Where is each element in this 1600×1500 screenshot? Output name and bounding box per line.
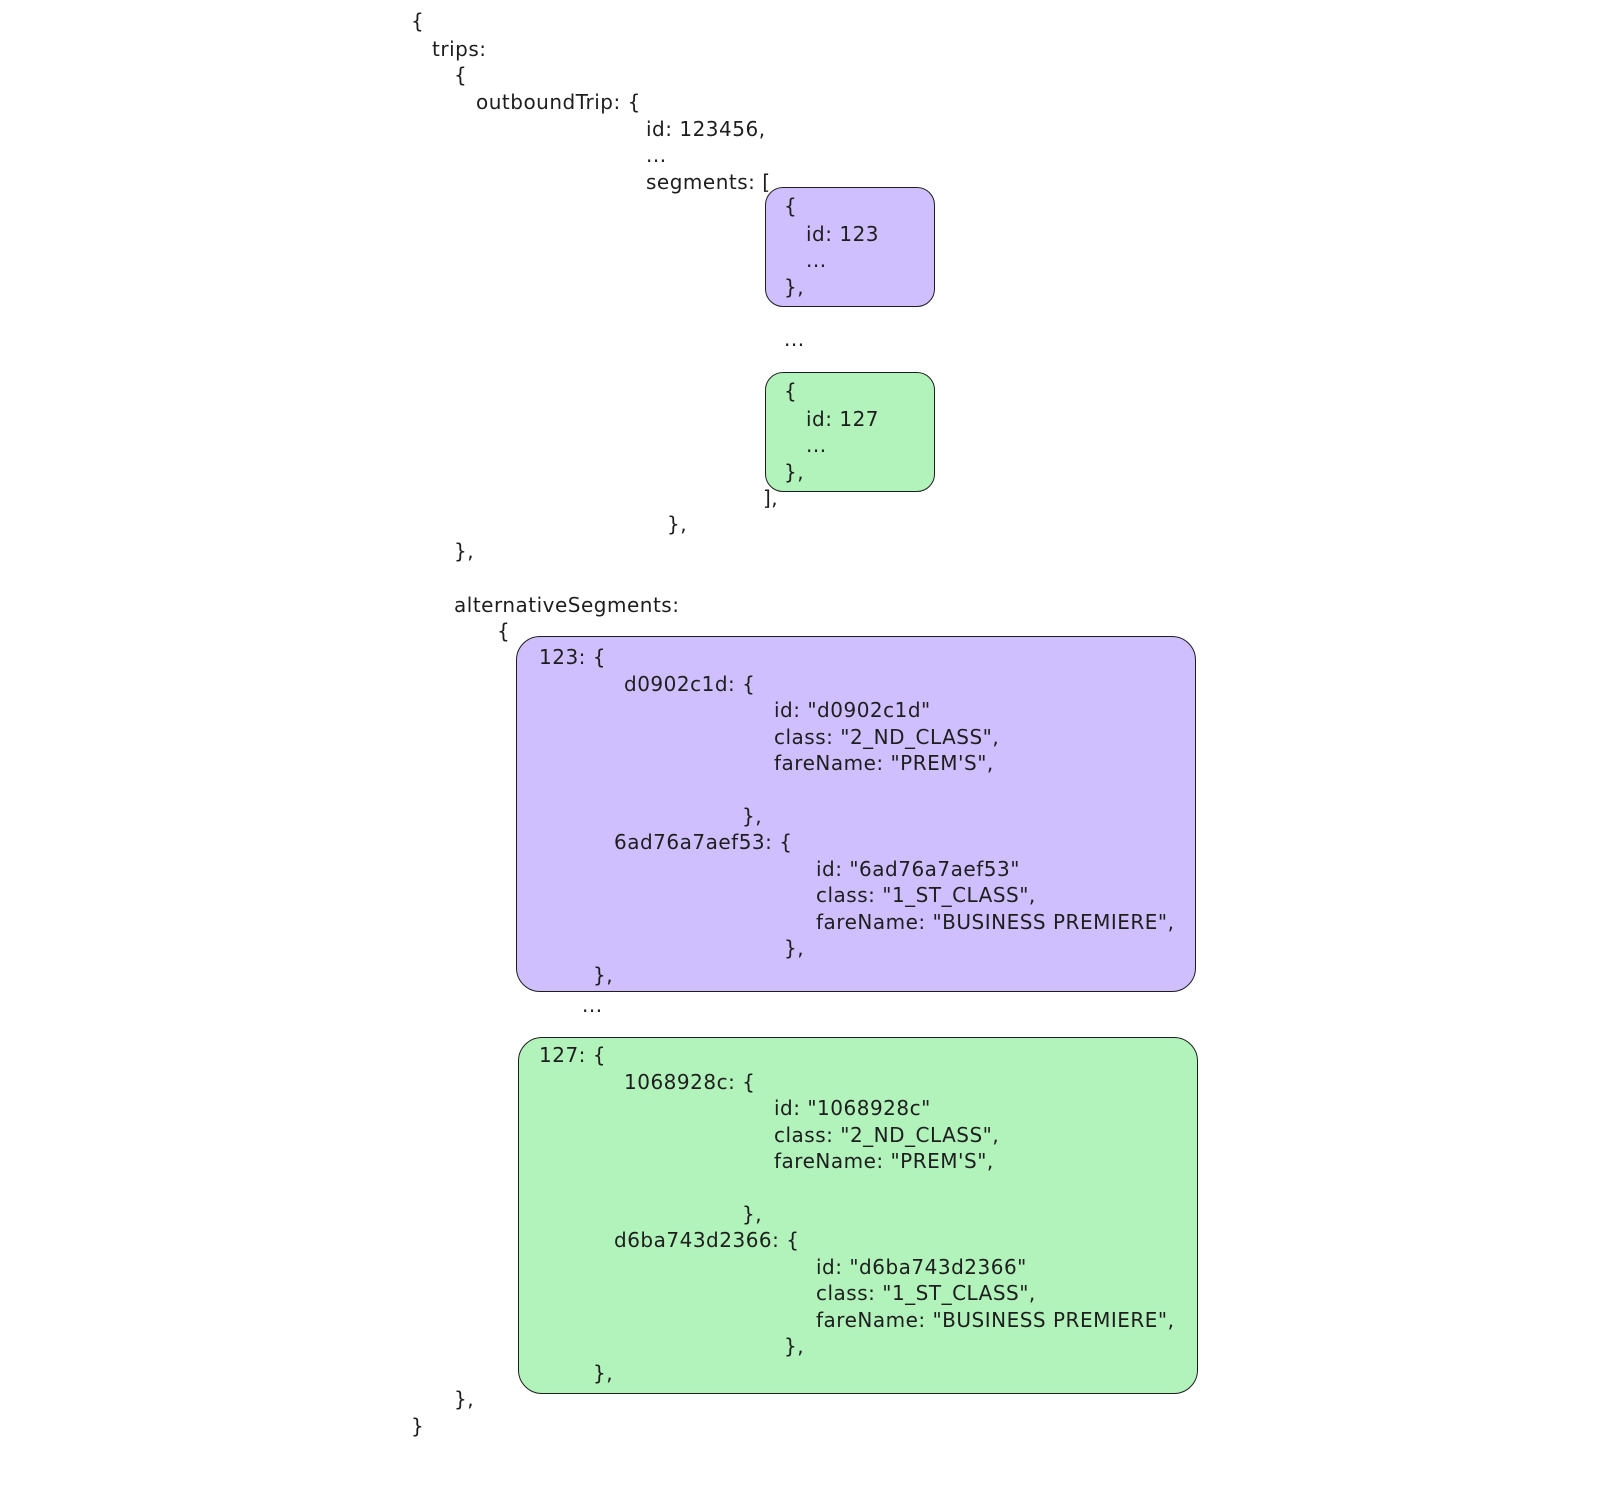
root-close-brace: } — [411, 1414, 425, 1438]
alternative-group-close-brace: }, — [593, 963, 614, 987]
alternative-entry-fare: fareName: "BUSINESS PREMIERE", — [816, 910, 1175, 934]
alternative-entry-close-brace: }, — [784, 936, 805, 960]
alternative-entry-key: 1068928c: { — [624, 1070, 756, 1094]
alternative-entry-fare: fareName: "PREM'S", — [774, 751, 994, 775]
segment-open-brace: { — [784, 379, 798, 403]
alternative-group-box-123 — [516, 636, 1196, 992]
alternative-entry-id: id: "d0902c1d" — [774, 698, 931, 722]
trips-close-brace: }, — [454, 539, 475, 563]
segment-open-brace: { — [784, 194, 798, 218]
outbound-trip-ellipsis: ... — [646, 143, 667, 167]
alternative-entry-key: 6ad76a7aef53: { — [614, 830, 793, 854]
root-open-brace: { — [411, 9, 425, 33]
alternative-entry-fare: fareName: "BUSINESS PREMIERE", — [816, 1308, 1175, 1332]
alternative-group-box-127 — [518, 1037, 1198, 1394]
segment-box-127 — [765, 372, 935, 492]
outbound-trip-id: id: 123456, — [646, 117, 766, 141]
alternative-between-ellipsis: ... — [582, 993, 603, 1017]
segment-id: id: 123 — [806, 222, 880, 246]
alternative-group-close-brace: }, — [593, 1361, 614, 1385]
alternative-entry-id: id: "d6ba743d2366" — [816, 1255, 1027, 1279]
alternative-segments-open-brace: { — [497, 619, 511, 643]
trips-key: trips: — [432, 37, 487, 61]
alternative-entry-class: class: "1_ST_CLASS", — [816, 883, 1036, 907]
alternative-group-header: 127: { — [539, 1043, 606, 1067]
alternative-entry-close-brace: }, — [784, 1334, 805, 1358]
segment-id: id: 127 — [806, 407, 880, 431]
segment-ellipsis: ... — [806, 248, 827, 272]
segment-ellipsis: ... — [806, 433, 827, 457]
alternative-entry-fare: fareName: "PREM'S", — [774, 1149, 994, 1173]
alternative-entry-class: class: "1_ST_CLASS", — [816, 1281, 1036, 1305]
alternative-segments-key: alternativeSegments: — [454, 593, 680, 617]
outbound-trip-close-brace: }, — [667, 512, 688, 536]
alternative-entry-key: d0902c1d: { — [624, 672, 756, 696]
segments-between-ellipsis: ... — [784, 327, 805, 351]
alternative-entry-id: id: "1068928c" — [774, 1096, 931, 1120]
segment-close-brace: }, — [784, 460, 805, 484]
segment-box-123 — [765, 187, 935, 307]
alternative-entry-class: class: "2_ND_CLASS", — [774, 725, 1000, 749]
alternative-group-header: 123: { — [539, 645, 606, 669]
outbound-trip-key: outboundTrip: { — [476, 90, 641, 114]
alternative-entry-close-brace: }, — [742, 1202, 763, 1226]
alternative-segments-close-brace: }, — [454, 1387, 475, 1411]
segments-close-bracket: ], — [763, 486, 779, 510]
alternative-entry-close-brace: }, — [742, 804, 763, 828]
segment-close-brace: }, — [784, 275, 805, 299]
trips-open-brace: { — [454, 63, 468, 87]
alternative-entry-id: id: "6ad76a7aef53" — [816, 857, 1020, 881]
alternative-entry-class: class: "2_ND_CLASS", — [774, 1123, 1000, 1147]
segments-key: segments: [ — [646, 170, 771, 194]
alternative-entry-key: d6ba743d2366: { — [614, 1228, 800, 1252]
